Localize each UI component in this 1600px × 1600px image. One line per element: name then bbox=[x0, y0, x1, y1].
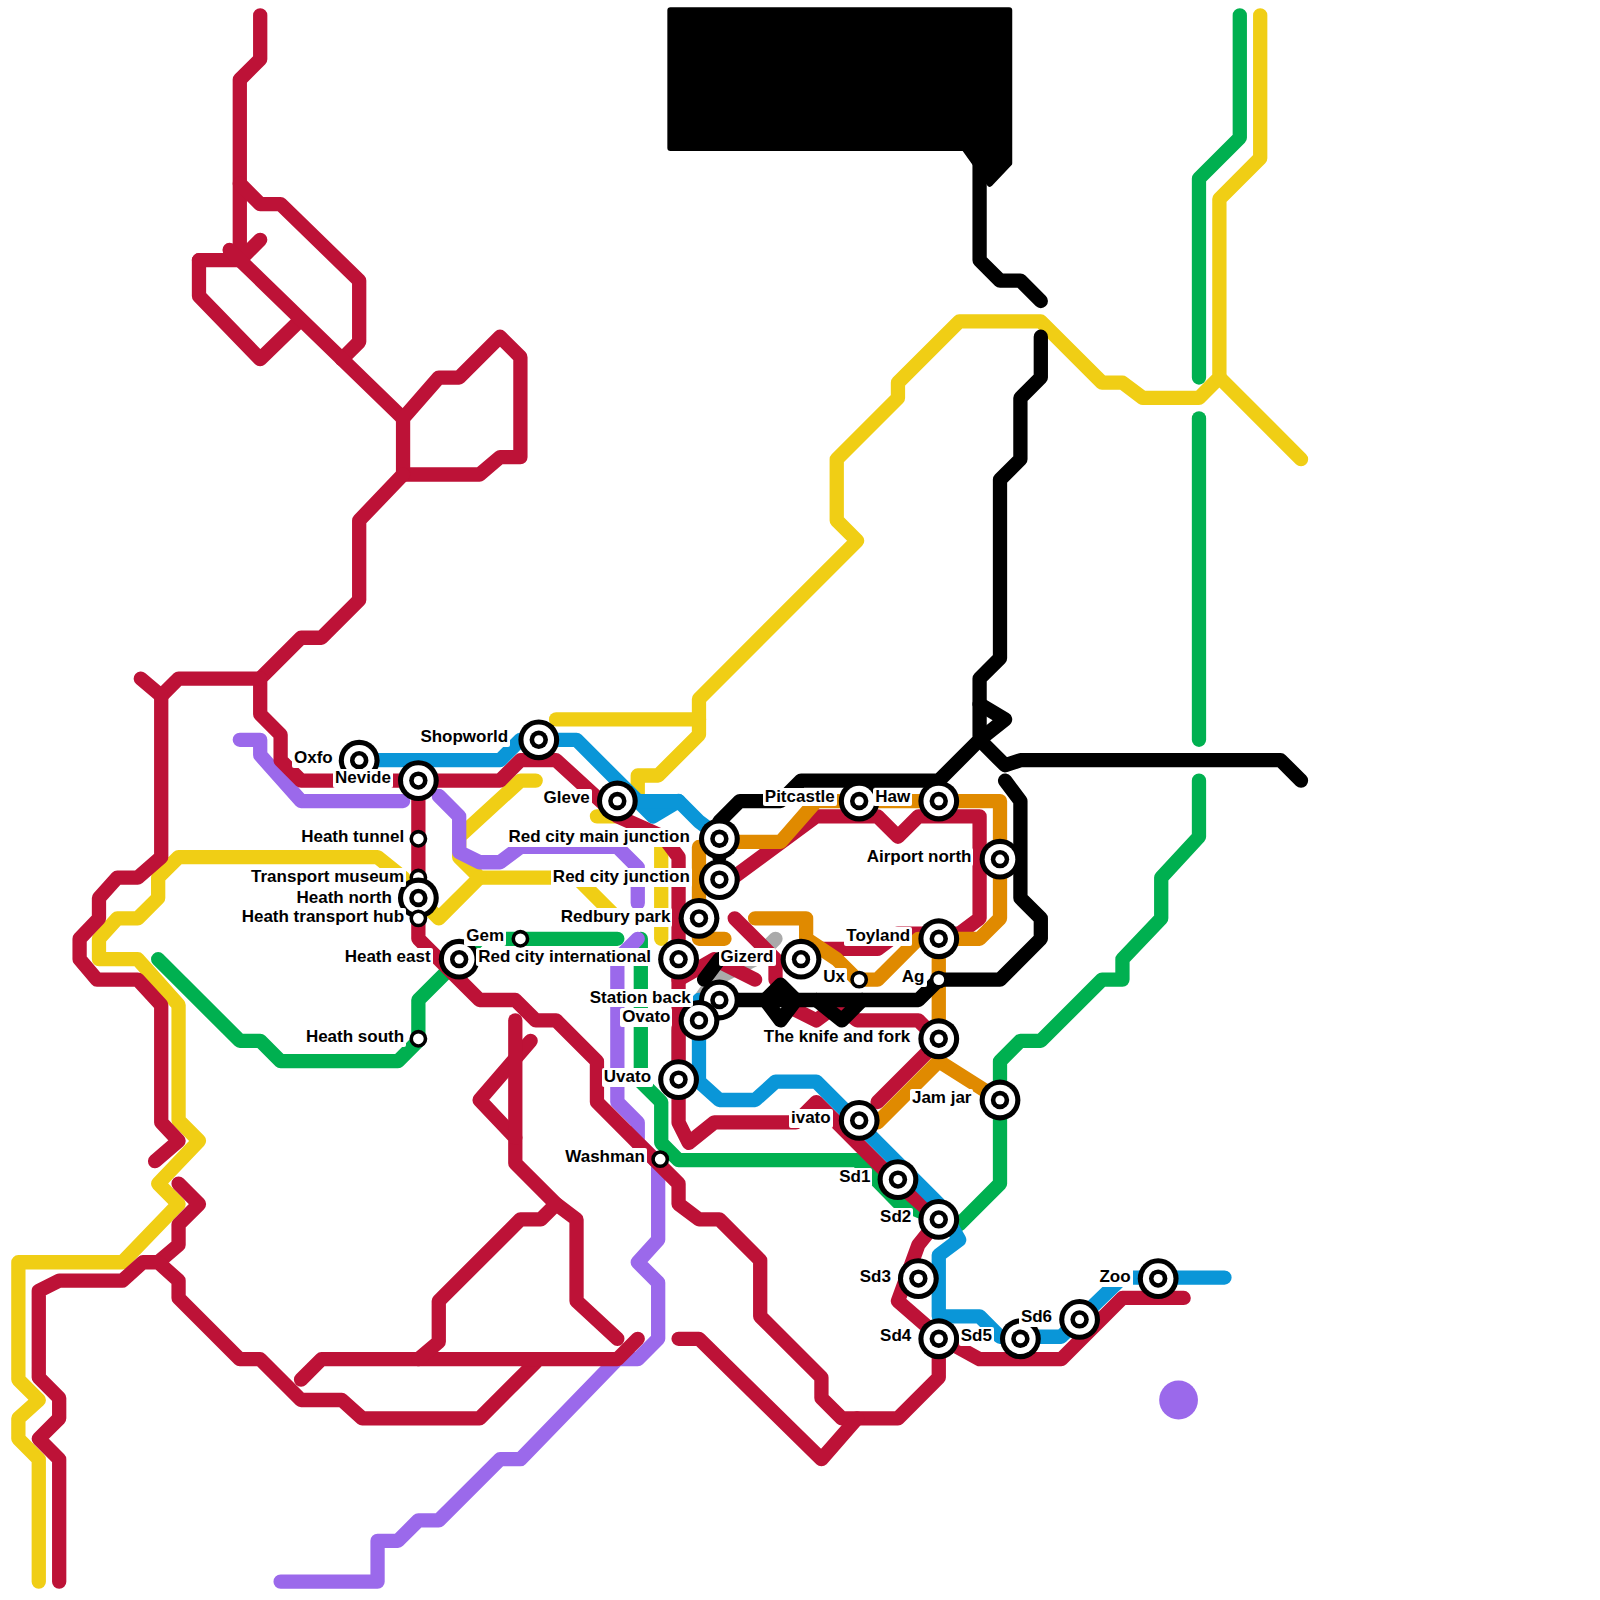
interchange-station bbox=[699, 859, 740, 900]
interchange-station bbox=[658, 939, 699, 980]
route-line bbox=[1192, 418, 1206, 739]
station-label: Nevide bbox=[333, 769, 393, 788]
station-label: Sd1 bbox=[837, 1168, 872, 1187]
station-label: Station back bbox=[588, 989, 693, 1008]
interchange-station bbox=[1059, 1299, 1100, 1340]
route-line bbox=[1199, 15, 1240, 377]
station-label: The knife and fork bbox=[762, 1028, 912, 1047]
route-line bbox=[508, 1020, 522, 1137]
station bbox=[411, 911, 425, 925]
route-lines bbox=[18, 15, 1301, 1581]
station-label: Toyland bbox=[844, 927, 912, 946]
station-label: Redbury park bbox=[559, 908, 673, 927]
station-label: Sd4 bbox=[878, 1327, 913, 1346]
station-label: Transport museum bbox=[249, 868, 406, 887]
route-line bbox=[959, 781, 1199, 1225]
station bbox=[513, 932, 527, 946]
route-line bbox=[816, 1000, 862, 1020]
interchange-station bbox=[781, 939, 822, 980]
station bbox=[411, 832, 425, 846]
route-line bbox=[735, 918, 939, 1102]
interchange-station bbox=[839, 1100, 880, 1141]
interchange-station bbox=[918, 781, 959, 822]
station-label: Sd2 bbox=[878, 1208, 913, 1227]
station-label: Haw bbox=[873, 788, 912, 807]
station-label: Sd6 bbox=[1019, 1308, 1054, 1327]
interchange-station bbox=[898, 1258, 939, 1299]
route-line bbox=[719, 337, 1040, 857]
interchange-station bbox=[918, 918, 959, 959]
station-label: Uvato bbox=[602, 1068, 653, 1087]
route-line bbox=[597, 15, 1260, 816]
station-label: Gleve bbox=[542, 789, 592, 808]
station-label: Pitcastle bbox=[763, 788, 837, 807]
station-label: Washman bbox=[563, 1148, 647, 1167]
route-line bbox=[964, 141, 1041, 301]
station-label: Heath east bbox=[343, 948, 433, 967]
station-label: Ag bbox=[900, 968, 927, 987]
station-label: Jam jar bbox=[910, 1089, 974, 1108]
interchange-station bbox=[918, 1018, 959, 1059]
route-line bbox=[699, 1000, 1225, 1337]
route-line bbox=[39, 1262, 536, 1581]
route-line bbox=[704, 959, 719, 979]
station-label: Airport north bbox=[865, 848, 974, 867]
station-label: Red city junction bbox=[551, 868, 692, 887]
route-line bbox=[418, 1204, 556, 1359]
route-line bbox=[260, 474, 663, 836]
black-block bbox=[670, 10, 1009, 183]
station-label: ivato bbox=[789, 1109, 833, 1128]
station-label: Shopworld bbox=[418, 728, 510, 747]
route-line bbox=[230, 250, 403, 418]
station-label: Heath tunnel bbox=[299, 828, 406, 847]
station-label: Sd5 bbox=[959, 1327, 994, 1346]
station-label: Zoo bbox=[1097, 1268, 1132, 1287]
station bbox=[852, 972, 866, 986]
station-label: Ovato bbox=[620, 1008, 672, 1027]
station-label: Red city international bbox=[476, 948, 653, 967]
station-label: Red city main junction bbox=[506, 828, 691, 847]
route-line bbox=[301, 1339, 638, 1380]
interchange-station bbox=[518, 719, 559, 760]
route-line bbox=[556, 712, 699, 726]
route-line bbox=[281, 939, 659, 1582]
route-line bbox=[1219, 378, 1301, 460]
route-line bbox=[980, 704, 1301, 781]
interchange-station bbox=[918, 1318, 959, 1359]
interchange-station bbox=[398, 760, 439, 801]
route-line bbox=[735, 781, 1041, 1000]
station bbox=[653, 1152, 667, 1166]
station-label: Heath north bbox=[294, 889, 393, 908]
stations bbox=[339, 719, 1179, 1359]
station-label: Sd3 bbox=[858, 1268, 893, 1287]
station-label: Heath transport hub bbox=[240, 908, 406, 927]
station-label: Oxfo bbox=[292, 749, 335, 768]
station-label: Gizerd bbox=[719, 948, 776, 967]
interchange-station bbox=[918, 1199, 959, 1240]
route-line bbox=[80, 696, 179, 1161]
route-line bbox=[158, 1184, 199, 1263]
station-label: Ux bbox=[821, 968, 847, 987]
route-line bbox=[240, 15, 260, 250]
interchange-station bbox=[699, 818, 740, 859]
interchange-station bbox=[980, 839, 1021, 880]
route-line bbox=[765, 985, 796, 1021]
interchange-station bbox=[980, 1080, 1021, 1121]
route-line bbox=[480, 1041, 618, 1339]
station bbox=[932, 972, 946, 986]
route-line bbox=[679, 1339, 858, 1459]
interchange-station bbox=[679, 898, 720, 939]
route-line bbox=[418, 781, 938, 1419]
route-line bbox=[240, 740, 403, 801]
interchange-station bbox=[597, 781, 638, 822]
interchange-station bbox=[1138, 1258, 1179, 1299]
purple-dot bbox=[1159, 1381, 1198, 1420]
station-label: Heath south bbox=[304, 1028, 406, 1047]
interchange-station bbox=[878, 1159, 919, 1200]
route-line bbox=[403, 337, 520, 475]
station-label: Gem bbox=[464, 927, 506, 946]
station bbox=[411, 1032, 425, 1046]
interchange-station bbox=[658, 1059, 699, 1100]
